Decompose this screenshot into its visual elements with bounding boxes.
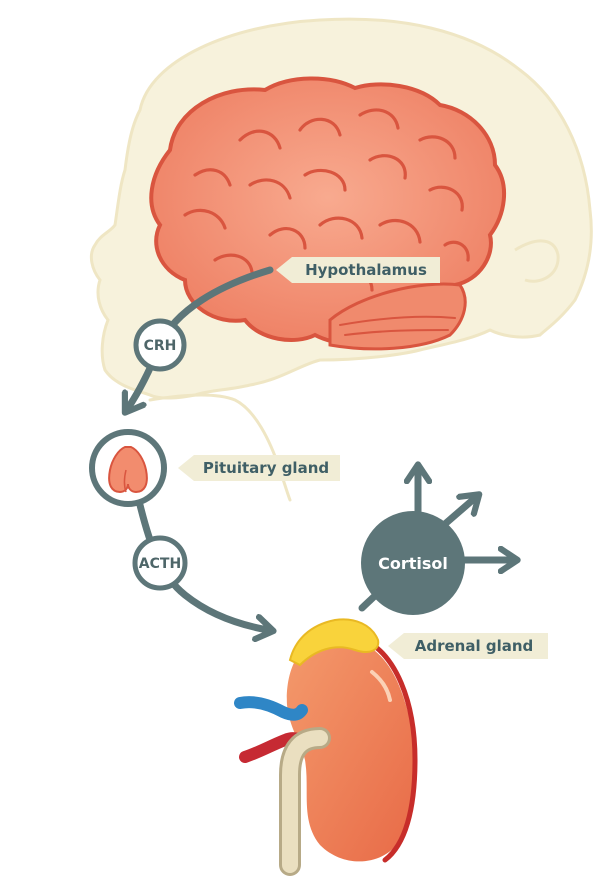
pituitary-callout: Pituitary gland bbox=[178, 455, 340, 481]
renal-vein bbox=[234, 696, 308, 721]
crh-node: CRH bbox=[133, 318, 187, 372]
pituitary-gland bbox=[89, 429, 167, 507]
kidney bbox=[286, 635, 418, 863]
hypothalamus-callout: Hypothalamus bbox=[276, 257, 440, 283]
brain bbox=[149, 76, 507, 351]
adrenal-gland bbox=[288, 618, 380, 667]
acth-label: ACTH bbox=[139, 556, 181, 572]
adrenal-callout: Adrenal gland bbox=[388, 633, 548, 659]
ureter bbox=[279, 727, 331, 876]
pituitary-label: Pituitary gland bbox=[203, 459, 329, 477]
hypothalamus-label: Hypothalamus bbox=[305, 261, 427, 279]
adrenal-label: Adrenal gland bbox=[415, 637, 534, 655]
crh-label: CRH bbox=[144, 338, 177, 354]
cortisol-label: Cortisol bbox=[378, 554, 448, 573]
cortisol-node: Cortisol bbox=[361, 511, 465, 615]
acth-node: ACTH bbox=[132, 535, 188, 591]
pituitary-to-adrenal-arrow bbox=[136, 501, 268, 630]
